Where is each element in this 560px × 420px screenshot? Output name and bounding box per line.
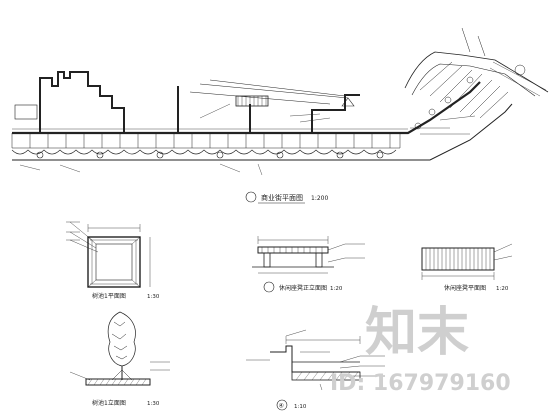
- bench-elevation-title: 休闲座凳正立面图: [279, 284, 327, 292]
- section-scale: 1:10: [294, 404, 307, 410]
- bench-leg-left: [263, 252, 271, 268]
- bench-elevation-number-circle: [263, 281, 275, 293]
- pit-leaders: [69, 221, 99, 253]
- corner-tree: [514, 64, 526, 76]
- curved-wing: [404, 51, 549, 93]
- bench-plan-title: 休闲座凳平面图: [444, 284, 486, 292]
- section-label-ticks: [246, 355, 385, 377]
- bench-plan-scale: 1:20: [496, 286, 509, 292]
- frame-box: [14, 104, 38, 120]
- bench-dimensions: [257, 236, 329, 274]
- street-tree: [276, 151, 284, 159]
- pavilion: [235, 95, 269, 107]
- section-number: ④: [279, 403, 284, 410]
- street-tree: [216, 151, 224, 159]
- bench-plan-leaders: [493, 243, 513, 261]
- pit-outer: [87, 236, 141, 288]
- bench-plan: [421, 243, 513, 280]
- tree-crown-texture: [111, 321, 128, 360]
- ground-hatch: [87, 378, 147, 386]
- bench-elevation-scale: 1:20: [330, 286, 343, 292]
- main-plan-title-text: 商业街平面图: [261, 193, 303, 202]
- bench-top: [257, 246, 329, 254]
- tree-pit-plan-title: 树池1平面图: [92, 292, 126, 300]
- street-tree: [36, 151, 44, 159]
- section-dimension: [285, 336, 361, 344]
- colonnade-boxes: [11, 133, 401, 149]
- street-tree: [156, 151, 164, 159]
- section-wall: [270, 345, 360, 373]
- tree-stakes: [111, 369, 133, 381]
- watermark: 知末 ID: 167979160: [330, 303, 511, 396]
- building-outline: [39, 71, 125, 132]
- road-line: [461, 27, 486, 57]
- street-tree: [336, 151, 344, 159]
- wing-tree: [414, 122, 422, 130]
- main-plan-scale: 1:200: [311, 195, 328, 202]
- watermark-logo: 知末: [365, 303, 469, 363]
- bench-leg-right: [315, 252, 323, 268]
- planting-wave: [11, 149, 397, 155]
- watermark-id: ID: 167979160: [330, 371, 511, 396]
- elevation-leaders: [69, 361, 170, 381]
- tree-pit-plan: [66, 221, 151, 288]
- pit-label-ticks: [66, 221, 80, 241]
- bench-elevation: [252, 236, 365, 274]
- street-tree: [376, 151, 384, 159]
- pit-inner: [95, 243, 133, 281]
- wing-tree: [444, 96, 452, 104]
- parking-rows: [489, 61, 547, 97]
- tree-pit-elevation-title: 树池1立面图: [92, 399, 126, 407]
- pavilion-hatch: [237, 96, 267, 106]
- tree-pit-elevation-scale: 1:30: [147, 401, 160, 407]
- wing-tree: [466, 76, 474, 84]
- ground-slab: [85, 378, 151, 386]
- commercial-street-plan: [11, 27, 549, 176]
- section-leaders: [285, 329, 361, 391]
- building-outline-4: [311, 94, 360, 132]
- pit-hatch: [87, 236, 141, 288]
- bench-leaders: [327, 243, 365, 263]
- entrance-arrow: [341, 97, 355, 107]
- street-boundary: [12, 103, 513, 161]
- leader-lines: [19, 103, 476, 176]
- pit-dimensions: [87, 224, 151, 287]
- street-tree: [96, 151, 104, 159]
- storefront-line: [12, 81, 481, 135]
- drawing-number-circle: [245, 191, 257, 203]
- curved-wing-2: [411, 63, 536, 97]
- tree-pit-elevation: [69, 311, 170, 386]
- tree-pit-plan-scale: 1:30: [147, 294, 160, 300]
- section-detail: [246, 329, 385, 391]
- wing-tree: [428, 108, 436, 116]
- bench-slats: [261, 247, 323, 253]
- bench-plan-slats: [425, 248, 491, 270]
- bench-plan-dimension: [421, 272, 495, 280]
- slope-lines: [189, 79, 349, 105]
- main-plan-title: 商业街平面图 1:200: [245, 191, 328, 204]
- tree-crown: [107, 311, 136, 367]
- section-number-circle: [276, 399, 288, 411]
- wing-hatch: [419, 61, 509, 119]
